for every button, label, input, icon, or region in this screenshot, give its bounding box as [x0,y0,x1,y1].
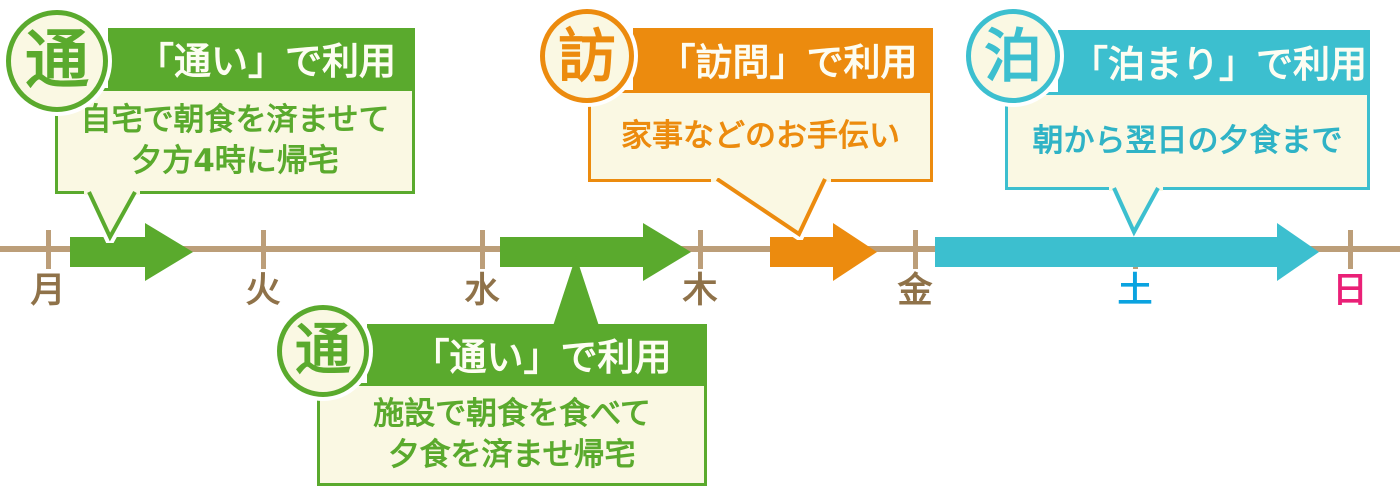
kayoi1-bubble-title: 「通い」で利用 [108,28,415,88]
tick-thursday [698,230,703,269]
houmon-bubble-tail [711,178,831,240]
tick-monday [46,230,51,269]
tick-sunday [1348,230,1353,269]
tomari-arrow-body [935,237,1277,267]
kayoi1-bubble-tail [84,191,140,243]
tick-friday [913,230,918,269]
day-label-wednesday: 水 [464,271,500,311]
kayoi2-body-line1: 施設で朝食を食べて [373,395,651,432]
kayoi1-body-line2: 夕方4時に帰宅 [131,143,339,179]
houmon-arrow-head [833,223,877,281]
kayoi-arrow-monday-head [145,223,193,281]
kayoi2-bubble-tail [553,256,599,326]
tomari-body-line1: 朝から翌日の夕食まで [1032,122,1343,159]
tomari-arrow-head [1277,223,1319,281]
kayoi-arrow-wed-thu-body [500,237,643,267]
day-label-monday: 月 [30,271,66,311]
houmon-bubble-title: 「訪問」で利用 [633,28,933,90]
day-label-saturday: 土 [1117,271,1153,311]
kayoi2-bubble-body: 施設で朝食を食べて 夕食を済ませ帰宅 [317,383,707,486]
houmon-body-line1: 家事などのお手伝い [621,117,900,154]
tick-wednesday [480,230,485,269]
day-label-tuesday: 火 [245,271,281,311]
houmon-badge-icon: 訪 [540,9,634,103]
kayoi2-badge-icon: 通 [277,305,369,397]
kayoi2-bubble-title: 「通い」で利用 [367,324,707,383]
tomari-bubble-title: 「泊まり」で利用 [1058,30,1370,92]
kayoi1-badge-icon: 通 [6,10,108,112]
day-label-sunday: 日 [1332,271,1368,311]
tomari-bubble-body: 朝から翌日の夕食まで [1005,92,1370,190]
houmon-bubble-body: 家事などのお手伝い [588,90,933,182]
tomari-badge-icon: 泊 [966,9,1060,103]
kayoi1-bubble-body: 自宅で朝食を済ませて 夕方4時に帰宅 [55,88,415,194]
tick-tuesday [261,230,266,269]
tomari-bubble-tail [1109,187,1163,237]
kayoi1-body-line1: 自宅で朝食を済ませて [80,102,390,139]
houmon-arrow-body [770,237,833,267]
day-label-friday: 金 [897,271,933,311]
kayoi-arrow-wed-thu-head [643,223,691,281]
kayoi2-body-line2: 夕食を済ませ帰宅 [388,436,636,473]
